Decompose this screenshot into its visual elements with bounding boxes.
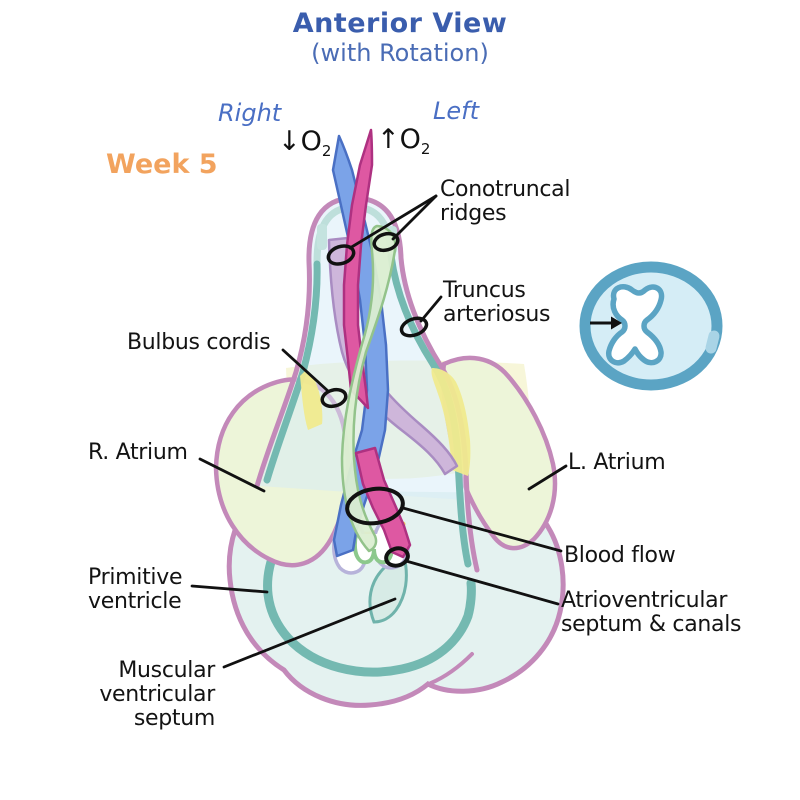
page-subtitle: (with Rotation) <box>311 39 489 67</box>
green-conotruncal-ridge <box>340 224 397 553</box>
side-label-left: Left <box>433 97 479 125</box>
o2-increase-label: ↑O2 <box>377 124 430 158</box>
label-line: septum <box>133 706 215 731</box>
pointer-lines <box>190 194 568 669</box>
av-circle <box>384 546 410 568</box>
arrow-right-icon <box>590 316 622 330</box>
label-line: Atrioventricular <box>561 588 728 613</box>
label-line: Conotruncal <box>440 177 571 202</box>
oxygenated-blood-vessel-lower <box>354 446 412 559</box>
label-truncus-arteriosus: Truncus arteriosus <box>443 279 550 327</box>
label-muscular-septum: Muscular ventricular septum <box>58 659 215 731</box>
label-l-atrium: L. Atrium <box>568 450 666 475</box>
label-line: septum & canals <box>561 612 742 637</box>
label-line: ventricular <box>99 682 215 707</box>
ring-seam <box>705 330 720 354</box>
up-arrow-icon: ↑O <box>377 124 421 155</box>
page-title: Anterior View <box>292 8 508 39</box>
label-bulbus-cordis: Bulbus cordis <box>127 330 271 355</box>
ventricle-fold <box>429 652 474 685</box>
side-label-right: Right <box>218 99 282 127</box>
blood-flow-circle <box>345 486 405 526</box>
label-line: Primitive <box>88 565 183 590</box>
o2-subscript: 2 <box>420 140 431 158</box>
conotruncal-circle-2 <box>372 231 400 253</box>
down-arrow-icon: ↓O <box>278 126 322 157</box>
bulbus-circle <box>320 387 348 409</box>
truncus-circle <box>399 316 429 338</box>
annotation-marks <box>190 194 568 669</box>
label-blood-flow: Blood flow <box>564 543 676 568</box>
o2-decrease-label: ↓O2 <box>278 126 331 160</box>
label-line: ridges <box>440 201 507 226</box>
label-primitive-ventricle: Primitive ventricle <box>88 566 182 614</box>
ventricle-teal-band <box>263 543 476 677</box>
label-line: Truncus <box>443 278 526 303</box>
o2-subscript: 2 <box>321 142 332 160</box>
week-label: Week 5 <box>106 149 218 180</box>
label-line: Muscular <box>118 658 215 683</box>
label-r-atrium: R. Atrium <box>88 440 188 465</box>
conotruncal-circle-1 <box>326 244 356 266</box>
lumen-x-shape <box>606 284 665 366</box>
label-conotruncal-ridges: Conotruncal ridges <box>440 178 570 226</box>
yellow-stripes <box>300 368 471 476</box>
label-line: ventricle <box>88 589 182 614</box>
oxygenated-blood-vessel-upper <box>342 128 374 410</box>
label-av-septum-canals: Atrioventricular septum & canals <box>561 589 741 637</box>
truncus-cross-section-inset <box>579 261 723 391</box>
label-line: arteriosus <box>443 302 551 327</box>
